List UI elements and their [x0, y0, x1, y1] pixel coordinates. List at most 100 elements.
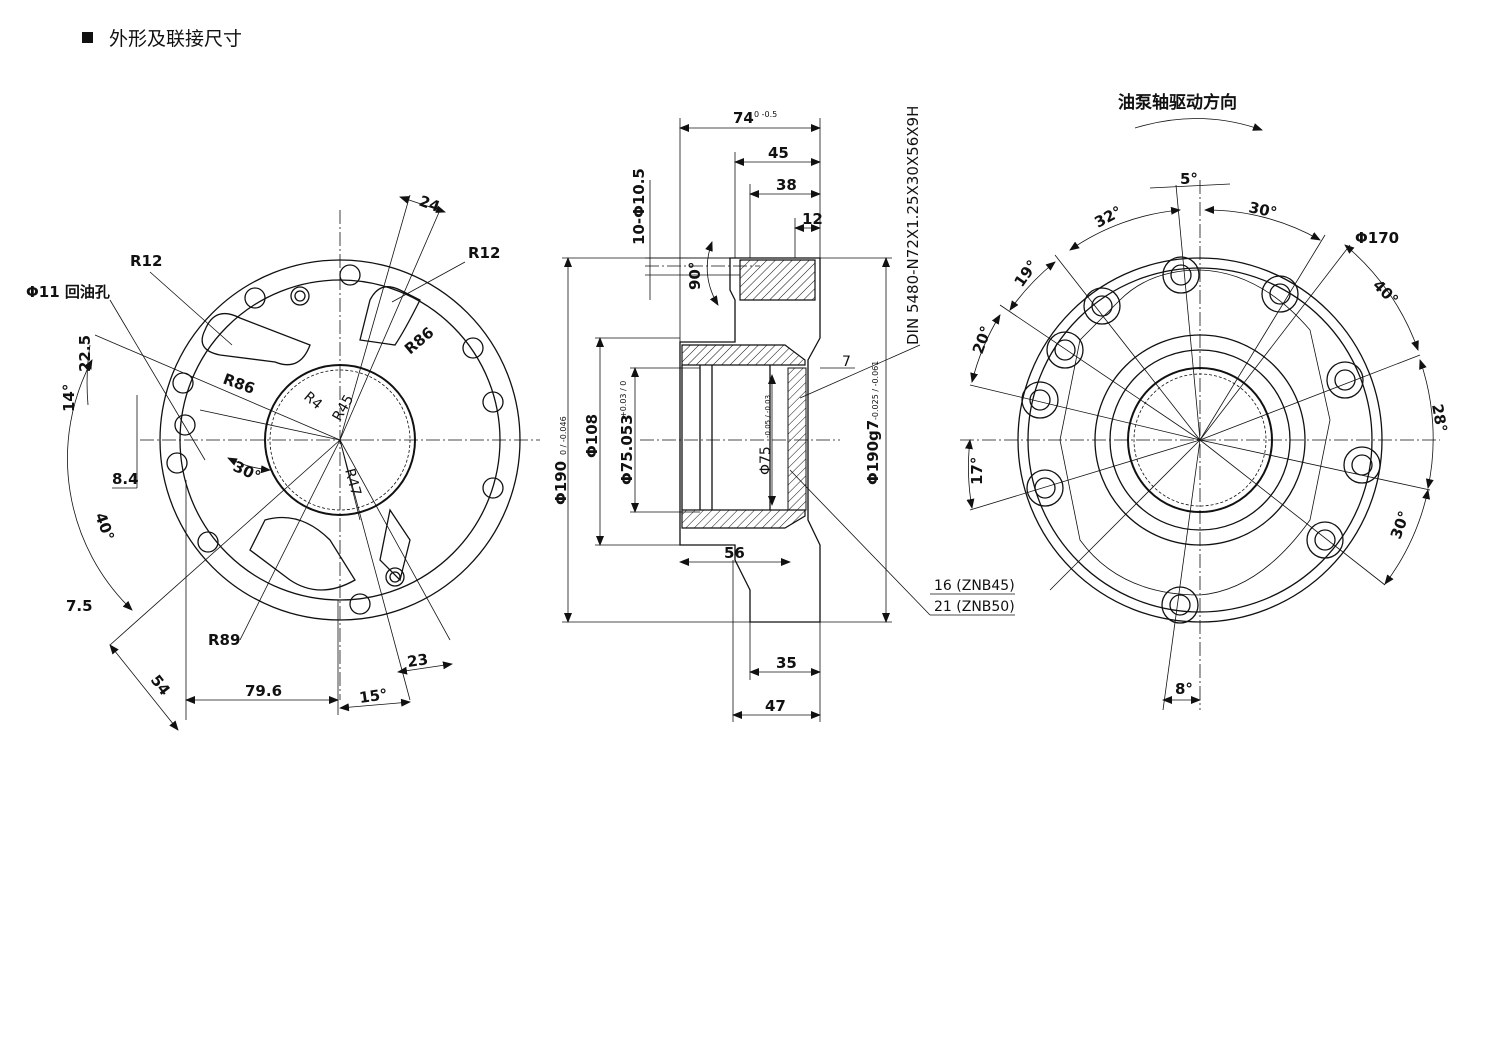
ring-section-bottom	[681, 509, 806, 529]
label-8-4: 8.4	[112, 470, 139, 488]
radial-line-r47	[339, 439, 361, 521]
radial-dia170-b	[1049, 439, 1201, 591]
radial-8	[1162, 439, 1201, 711]
label-dia190: Φ190	[552, 461, 570, 505]
label-35: 35	[776, 654, 797, 672]
left-bolt-holes	[166, 264, 504, 615]
dim-5	[1149, 183, 1231, 189]
label-r86-mid: R86	[221, 370, 258, 398]
arc-dim-32	[1069, 206, 1181, 251]
radial-line-23	[339, 439, 451, 641]
radial-line-r89	[239, 439, 341, 641]
radial-17	[969, 439, 1201, 511]
section-title: 外形及联接尺寸	[109, 28, 243, 50]
label-14: 14°	[60, 384, 78, 412]
arc-dim-40	[67, 359, 133, 611]
leader-notes	[789, 469, 931, 616]
section-view: 74 0 -0.5 45 38 12 10-Φ10.5 90° DIN 5480…	[552, 106, 1015, 722]
label-32: 32°	[1091, 202, 1125, 231]
label-30: 30°	[230, 457, 263, 485]
label-dia75-tol: -0.05 / -0.03	[764, 395, 772, 438]
spline-teeth-section	[787, 367, 807, 511]
radial-20	[969, 384, 1201, 441]
label-15: 15°	[358, 685, 389, 707]
label-5: 5°	[1180, 170, 1198, 188]
label-note16: 16 (ZNB45)	[934, 578, 1015, 594]
label-direction: 油泵轴驱动方向	[1118, 92, 1237, 113]
label-thread: 10-Φ10.5	[630, 168, 648, 245]
arc-dim-28	[1419, 359, 1434, 489]
label-74-tol: 0 -0.5	[754, 110, 777, 119]
section-header: 外形及联接尺寸	[82, 24, 242, 51]
label-dia75-053: Φ75.053	[618, 414, 636, 485]
radial-5	[1175, 184, 1201, 441]
arc-dim-30	[227, 457, 271, 474]
label-dia190g7: Φ190g7	[864, 420, 882, 485]
label-30-right: 30°	[1387, 509, 1414, 542]
label-30-top: 30°	[1247, 198, 1278, 222]
label-24: 24	[417, 192, 443, 216]
label-40: 40°	[1369, 276, 1402, 309]
label-spline: DIN 5480-N72X1.25X30X56X9H	[904, 106, 922, 345]
radial-19	[999, 304, 1201, 441]
label-19: 19°	[1011, 257, 1042, 291]
label-dia190-tol: 0 / -0.046	[559, 416, 568, 455]
label-40: 40°	[91, 510, 118, 543]
radial-40	[1199, 354, 1421, 441]
square-bullet-icon	[82, 32, 93, 43]
rotation-direction-arrow	[1134, 118, 1263, 131]
label-dia190g7-tol: -0.025 / -0.061	[871, 361, 880, 420]
label-12: 12	[802, 210, 823, 228]
label-dia75-053-tol: +0.03 / 0	[619, 381, 628, 418]
arc-dim-30-right	[1384, 489, 1431, 585]
leader-r12-right	[391, 261, 466, 303]
ring-section-top	[681, 344, 806, 366]
right-bolt-bosses	[1021, 256, 1381, 624]
label-r45: R45	[330, 392, 358, 424]
radial-28	[1199, 439, 1431, 491]
label-74: 74	[733, 109, 754, 127]
label-oil-hole: Φ11 回油孔	[26, 283, 110, 301]
label-45: 45	[768, 144, 789, 162]
radial-line-15	[339, 439, 411, 701]
radial-30	[1199, 234, 1326, 441]
radial-32	[1054, 254, 1201, 441]
label-dia170: Φ170	[1355, 229, 1399, 247]
label-r47: R47	[341, 467, 364, 498]
radial-dia170	[1199, 244, 1351, 441]
arc-dim-19	[1009, 261, 1056, 311]
dim-23	[397, 661, 453, 675]
label-22-5: 22.5	[76, 335, 94, 372]
dim-54	[109, 644, 179, 731]
label-90: 90°	[686, 262, 704, 290]
radial-line-24	[339, 194, 411, 441]
right-rib-outline	[1059, 269, 1331, 596]
label-dia75: Φ75	[758, 446, 774, 475]
label-28: 28°	[1428, 403, 1451, 434]
arc-dim-14	[86, 344, 91, 406]
right-flange-view: 油泵轴驱动方向 5° 32° 30° Φ170 19° 40° 20° 28° …	[960, 92, 1451, 711]
label-17: 17°	[968, 457, 986, 485]
arc-dim-40-right	[1344, 244, 1419, 351]
radial-line-24b	[339, 209, 441, 441]
arc-dim-17	[964, 439, 975, 509]
arc-dim-90	[705, 241, 719, 306]
label-7: 7	[842, 354, 851, 370]
label-56: 56	[724, 544, 745, 562]
label-dia108: Φ108	[583, 414, 601, 458]
leader-spline	[799, 344, 921, 399]
oil-slot-lower	[249, 516, 356, 591]
left-oil-slot-upper	[201, 312, 311, 366]
dim-15	[339, 698, 411, 712]
radial-line-22-5	[94, 334, 341, 441]
dim-24	[399, 196, 446, 213]
rib-lower-right	[379, 508, 411, 582]
radial-line-7-5	[109, 439, 341, 646]
leader-r12-left	[149, 271, 233, 346]
label-r12-right: R12	[468, 244, 500, 262]
flange-section-top	[739, 259, 816, 301]
label-note21: 21 (ZNB50)	[934, 599, 1015, 615]
label-r86-top: R86	[401, 323, 437, 358]
label-8: 8°	[1175, 680, 1193, 698]
